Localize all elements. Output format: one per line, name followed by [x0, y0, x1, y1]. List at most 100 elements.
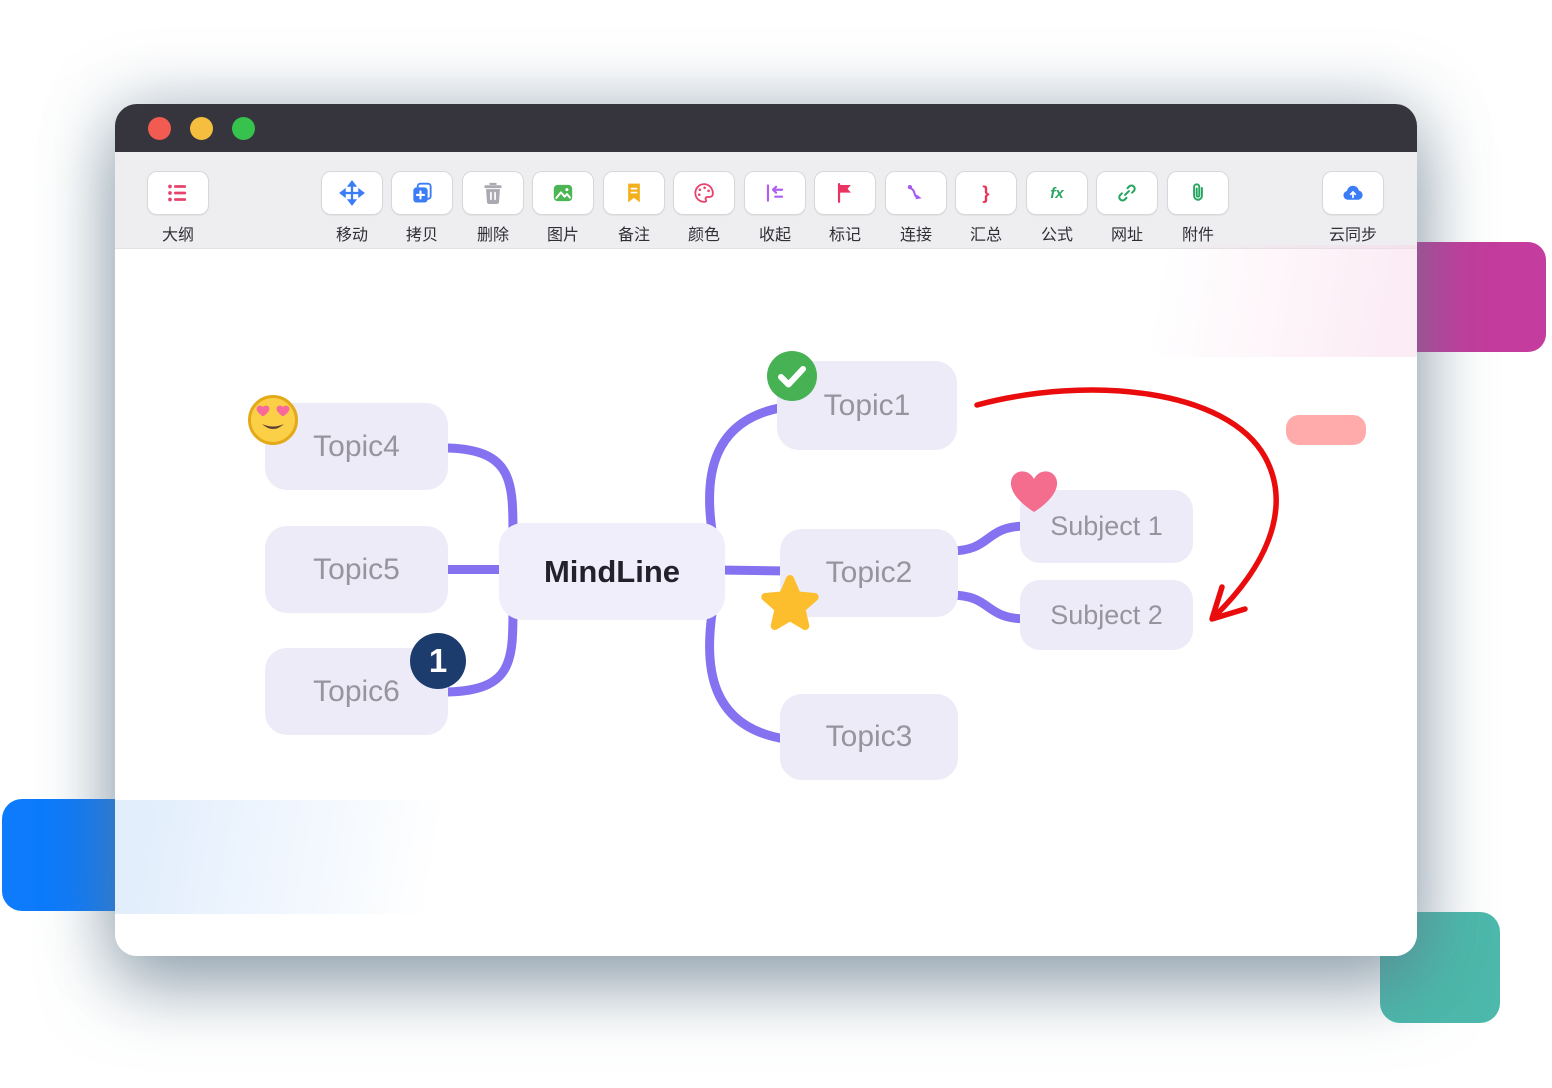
cloud-sync-label: 云同步 — [1328, 227, 1377, 244]
delete-button[interactable] — [462, 171, 524, 215]
cloud-sync-tool[interactable]: 云同步 — [1322, 171, 1384, 245]
zoom-button[interactable] — [232, 116, 255, 140]
node-topic3-label: Topic3 — [825, 720, 913, 753]
move-icon — [339, 180, 365, 206]
image-label: 图片 — [546, 227, 579, 244]
node-topic4-label: Topic4 — [313, 429, 400, 463]
node-topic5[interactable]: Topic5 — [265, 526, 448, 613]
flag-label: 标记 — [828, 227, 861, 244]
collapse-tool[interactable]: 收起 — [744, 171, 806, 245]
node-subject1-label: Subject 1 — [1050, 511, 1163, 541]
node-topic3[interactable]: Topic3 — [780, 694, 958, 780]
formula-label: 公式 — [1040, 227, 1073, 244]
collapse-button[interactable] — [744, 171, 806, 215]
move-button[interactable] — [321, 171, 383, 215]
flag-button[interactable] — [814, 171, 876, 215]
connector-topic2 — [712, 565, 792, 576]
svg-text:fx: fx — [1050, 185, 1064, 202]
node-subject1[interactable]: Subject 1 — [1020, 490, 1193, 563]
red-arrow-curve — [974, 387, 1279, 619]
copy-label: 拷贝 — [405, 227, 438, 244]
attachment-icon — [1193, 183, 1203, 201]
attachment-tool[interactable]: 附件 — [1167, 171, 1229, 245]
heart-icon — [1010, 471, 1058, 512]
attachment-button[interactable] — [1167, 171, 1229, 215]
note-button[interactable] — [603, 171, 665, 215]
mindmap-canvas[interactable]: MindLine Topic4 Topic5 Topic6 Topic1 Top… — [115, 245, 1417, 956]
url-tool[interactable]: 网址 — [1096, 171, 1158, 245]
move-tool[interactable]: 移动 — [321, 171, 383, 245]
delete-label: 删除 — [476, 227, 509, 244]
connect-button[interactable] — [885, 171, 947, 215]
formula-tool[interactable]: fx 公式 — [1026, 171, 1088, 245]
attachment-label: 附件 — [1181, 227, 1214, 244]
image-tool[interactable]: 图片 — [532, 171, 594, 245]
center-node-mindline[interactable]: MindLine — [499, 523, 725, 620]
minimize-button[interactable] — [190, 116, 213, 140]
summary-tool[interactable]: } 汇总 — [955, 171, 1017, 245]
delete-tool[interactable]: 删除 — [462, 171, 524, 245]
branch-connectors — [443, 402, 1032, 744]
pink-gradient-wash — [1150, 245, 1417, 357]
close-button[interactable] — [148, 116, 171, 140]
connector-subject2 — [945, 590, 1032, 624]
traffic-lights — [148, 116, 255, 140]
check-badge-icon — [767, 351, 817, 401]
red-arrow-head — [1209, 584, 1248, 622]
copy-icon — [413, 182, 432, 203]
node-subject2-label: Subject 2 — [1050, 599, 1163, 630]
outline-list-icon — [168, 184, 187, 202]
url-button[interactable] — [1096, 171, 1158, 215]
connect-tool[interactable]: 连接 — [885, 171, 947, 245]
outline-button[interactable] — [147, 171, 209, 215]
color-button[interactable] — [673, 171, 735, 215]
node-topic5-label: Topic5 — [313, 552, 400, 586]
number-badge-value: 1 — [428, 642, 448, 679]
cloud-sync-button[interactable] — [1322, 171, 1384, 215]
connector-topic6 — [443, 596, 518, 697]
node-topic6-label: Topic6 — [313, 674, 400, 708]
connector-icon — [907, 184, 922, 200]
note-tool[interactable]: 备注 — [603, 171, 665, 245]
collapse-icon — [766, 184, 784, 202]
toolbar: 大纲 移动 拷贝 — [115, 152, 1417, 249]
titlebar — [115, 104, 1417, 152]
outline-label: 大纲 — [161, 227, 194, 244]
node-topic2[interactable]: Topic2 — [780, 529, 958, 617]
copy-button[interactable] — [391, 171, 453, 215]
blue-gradient-wash — [115, 800, 445, 914]
svg-text:}: } — [982, 182, 989, 203]
color-palette-icon — [694, 183, 714, 203]
node-topic2-label: Topic2 — [825, 556, 913, 589]
app-window: 大纲 移动 拷贝 — [115, 104, 1417, 956]
connector-topic4 — [443, 443, 518, 546]
color-tool[interactable]: 颜色 — [673, 171, 735, 245]
outline-tool[interactable]: 大纲 — [147, 171, 209, 245]
cloud-sync-icon — [1343, 185, 1363, 200]
move-label: 移动 — [335, 227, 368, 244]
trash-icon — [484, 182, 502, 204]
note-bookmark-icon — [628, 183, 640, 203]
heart-eyes-emoji-icon — [248, 395, 298, 445]
link-icon — [1118, 184, 1136, 202]
connector-topic3 — [705, 602, 790, 744]
collapse-label: 收起 — [758, 227, 791, 244]
copy-tool[interactable]: 拷贝 — [391, 171, 453, 245]
summary-label: 汇总 — [969, 227, 1002, 244]
node-topic1-label: Topic1 — [823, 388, 911, 422]
node-subject2[interactable]: Subject 2 — [1020, 580, 1193, 650]
salmon-chip-shape — [1286, 415, 1366, 445]
summary-button[interactable]: } — [955, 171, 1017, 215]
connector-subject1 — [945, 521, 1032, 556]
center-node-label: MindLine — [543, 553, 681, 589]
note-label: 备注 — [617, 227, 650, 244]
image-button[interactable] — [532, 171, 594, 215]
image-icon — [553, 184, 573, 202]
formula-button[interactable]: fx — [1026, 171, 1088, 215]
formula-icon: fx — [1050, 185, 1064, 202]
flag-icon — [837, 183, 851, 203]
star-icon — [761, 575, 819, 630]
connector-layer — [443, 387, 1279, 744]
flag-tool[interactable]: 标记 — [814, 171, 876, 245]
